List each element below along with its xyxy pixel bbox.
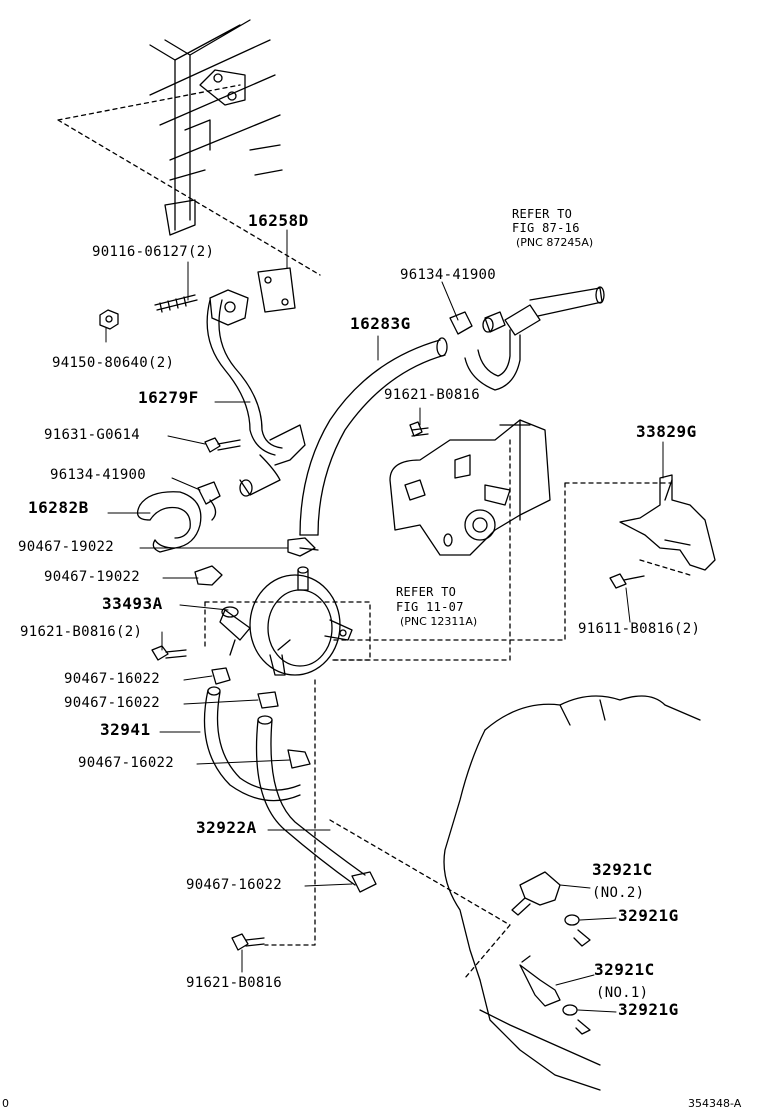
- label-96134-left: 96134-41900: [50, 467, 147, 483]
- footer-left-mark: 0: [2, 1097, 9, 1110]
- label-91631: 91631-G0614: [44, 427, 141, 443]
- gasket-32921G-a: [564, 914, 591, 947]
- label-90467-19022-b: 90467-19022: [44, 569, 141, 585]
- engine-bracket-center: [389, 419, 551, 556]
- gasket-16258D: [257, 267, 296, 313]
- clamp-90467-16022-c: [287, 749, 311, 769]
- hose-16282B: [136, 491, 202, 553]
- label-90467-16022-b: 90467-16022: [64, 695, 161, 711]
- ref1-line3: (PNC 87245A): [516, 236, 594, 249]
- clamp-90467-19022-b: [194, 565, 223, 586]
- label-90467-16022-a: 90467-16022: [64, 671, 161, 687]
- label-32922A: 32922A: [196, 818, 257, 837]
- label-32921C-no2-note: (NO.2): [592, 885, 645, 901]
- pump-33493A: [219, 566, 353, 676]
- label-33493A: 33493A: [102, 594, 163, 613]
- ref1-line1: REFER TO: [512, 207, 573, 221]
- bolt-91621-bottom: [231, 933, 265, 951]
- label-90467-16022-d: 90467-16022: [186, 877, 283, 893]
- clip-96134-left: [197, 481, 221, 521]
- ref1-line2: FIG 87-16: [512, 221, 580, 235]
- label-91611: 91611-B0816(2): [578, 621, 701, 637]
- clamp-90467-16022-b: [257, 691, 279, 709]
- stud-90116: [154, 294, 198, 313]
- label-32921C-no1: 32921C: [594, 960, 655, 979]
- label-32921G-b: 32921G: [618, 1000, 679, 1019]
- reference-dashed-lines: [57, 84, 691, 979]
- label-96134-right: 96134-41900: [400, 267, 497, 283]
- label-32921C-no1-note: (NO.1): [596, 985, 649, 1001]
- label-32941: 32941: [100, 720, 151, 739]
- label-16258D: 16258D: [248, 211, 309, 230]
- label-16282B: 16282B: [28, 498, 89, 517]
- engine-mount-structure: [149, 19, 283, 236]
- label-94150: 94150-80640(2): [52, 355, 175, 371]
- bracket-33829G: [609, 474, 716, 589]
- clamp-90467-19022-a: [287, 537, 319, 557]
- label-90467-19022-a: 90467-19022: [18, 539, 115, 555]
- pipe-assembly-top-right: [449, 286, 605, 391]
- label-91621-b0816-top: 91621-B0816: [384, 387, 481, 403]
- ref2-line3: (PNC 12311A): [400, 615, 478, 628]
- hose-16283G: [299, 337, 448, 536]
- ref2-line1: REFER TO: [396, 585, 457, 599]
- nozzle-32921C-no2: [511, 871, 561, 916]
- label-32921C-no2: 32921C: [592, 860, 653, 879]
- leader-lines: [105, 229, 664, 1013]
- label-90116: 90116-06127(2): [92, 244, 215, 260]
- pipe-16279F: [206, 289, 306, 497]
- hose-32941: [203, 686, 301, 802]
- label-91621-b0816-bottom: 91621-B0816: [186, 975, 283, 991]
- engine-block-lower-right: [443, 695, 701, 1091]
- label-32921G-a: 32921G: [618, 906, 679, 925]
- gasket-32921G-b: [562, 1004, 591, 1035]
- label-33829G: 33829G: [636, 422, 697, 441]
- bolt-91621-pump: [151, 645, 187, 661]
- label-91621-b0816-2: 91621-B0816(2): [20, 624, 143, 640]
- label-90467-16022-c: 90467-16022: [78, 755, 175, 771]
- nut-94150: [99, 309, 119, 330]
- diagram-id: 354348-A: [688, 1097, 742, 1110]
- bolt-91631: [204, 437, 241, 453]
- clamp-90467-16022-d: [351, 871, 377, 893]
- ref2-line2: FIG 11-07: [396, 600, 464, 614]
- label-16279F: 16279F: [138, 388, 199, 407]
- clamp-90467-16022-a: [211, 667, 231, 685]
- label-16283G: 16283G: [350, 314, 411, 333]
- nozzle-32921C-no1: [519, 955, 561, 1007]
